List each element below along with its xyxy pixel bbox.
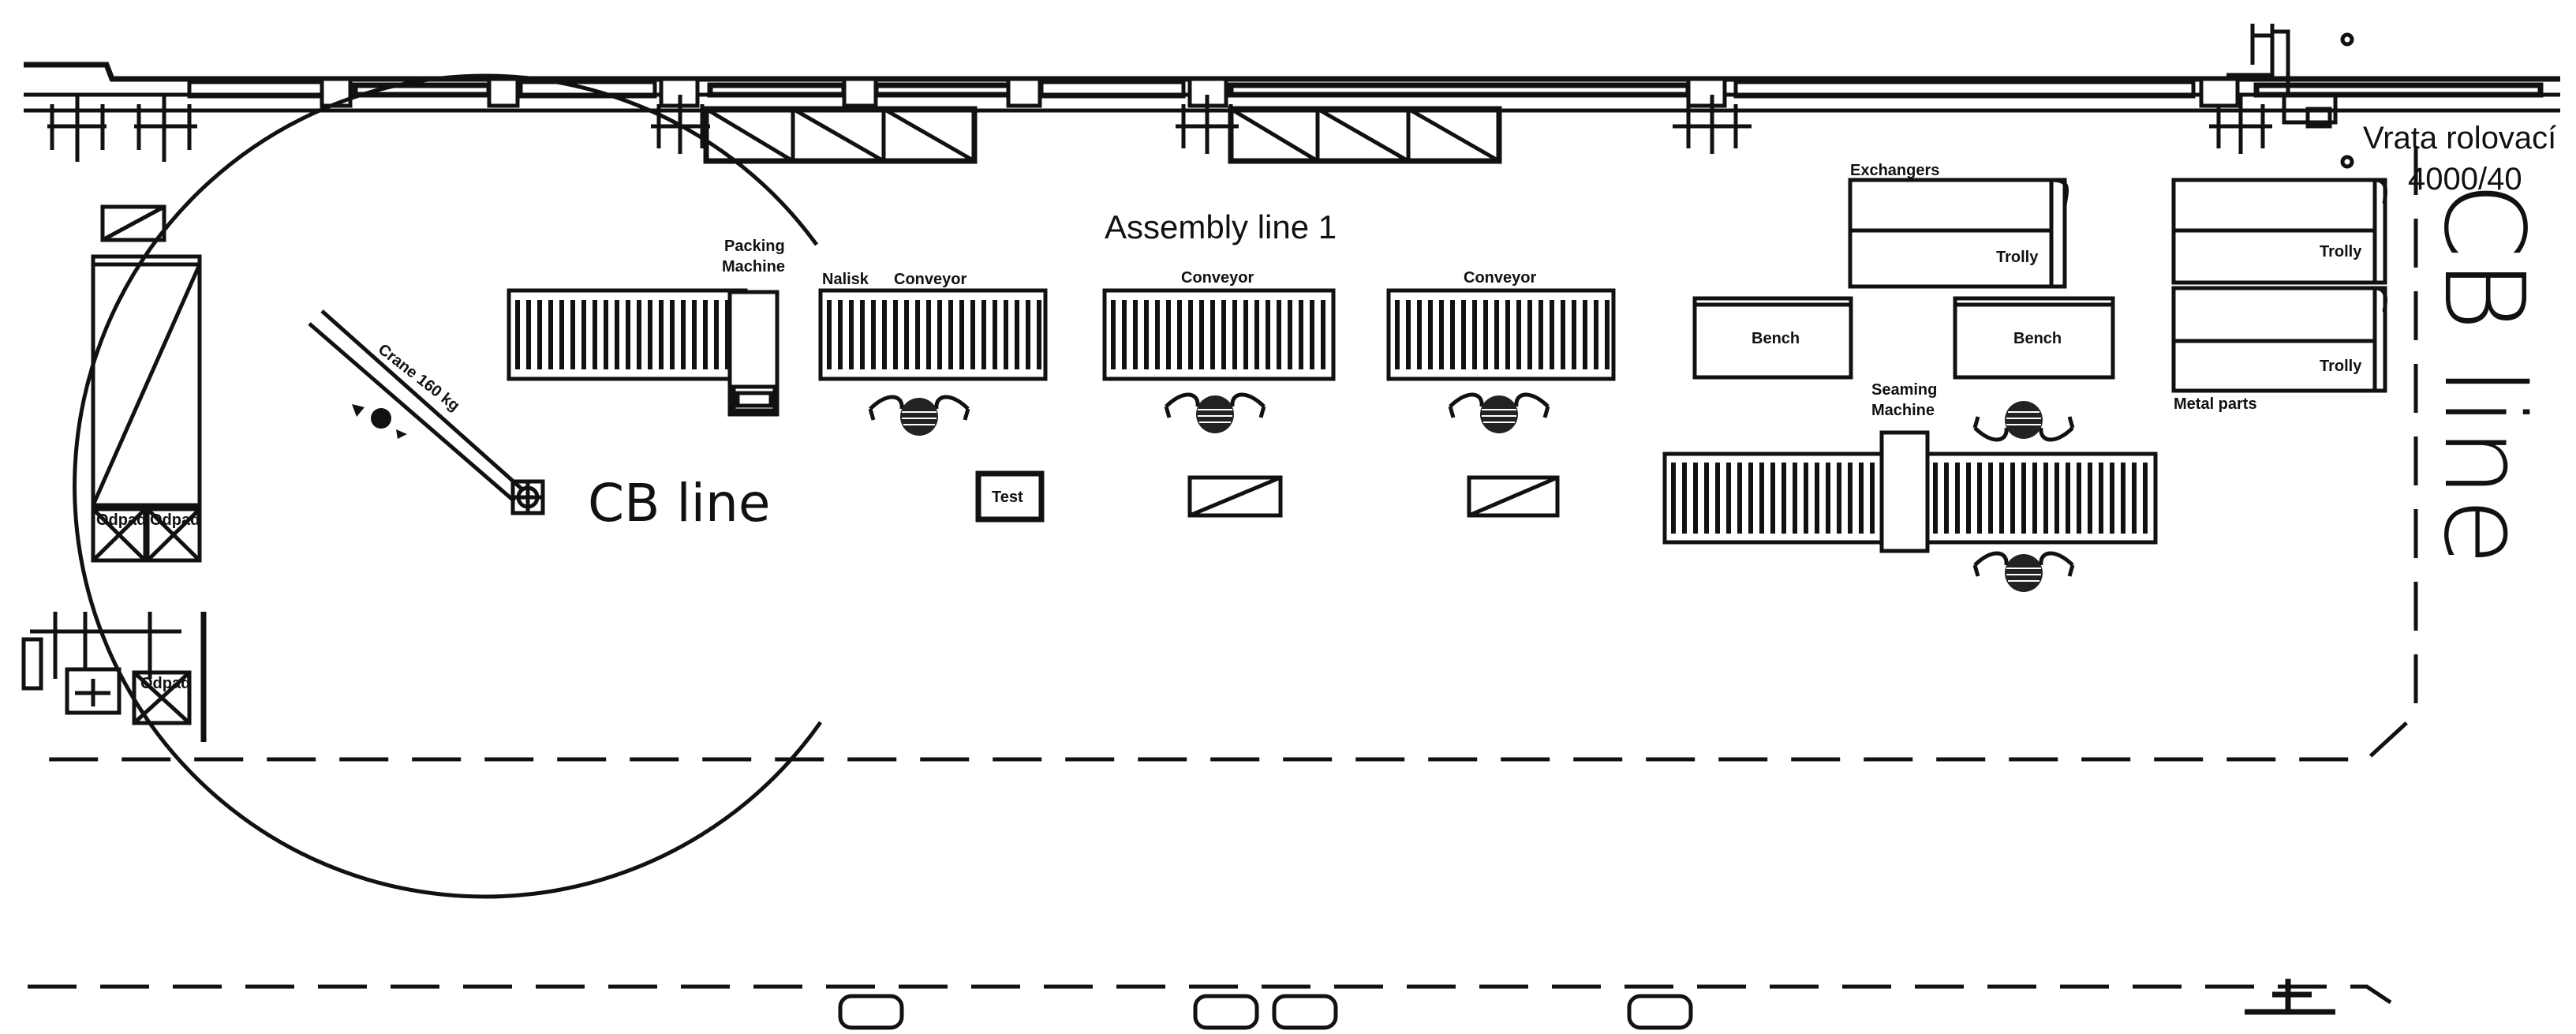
gate-label-2: 4000/40 bbox=[2408, 162, 2522, 197]
bench-label-2: Bench bbox=[2013, 330, 2062, 347]
cb-line-vertical-label: CB line bbox=[2419, 182, 2548, 566]
crane-label: Crane 160 kg bbox=[375, 341, 463, 415]
gate-structure bbox=[2226, 24, 2560, 169]
seaming-label-1: Seaming bbox=[1871, 381, 1937, 399]
top-wall bbox=[24, 24, 2560, 169]
conveyor-label-3: Conveyor bbox=[1464, 269, 1536, 287]
packing-machine: Packing Machine bbox=[722, 238, 785, 417]
assembly-line-1: Packing Machine Nalisk Conveyor Conveyor… bbox=[507, 208, 2075, 592]
conveyor-slats bbox=[1395, 300, 1610, 369]
workstation-marker bbox=[1187, 475, 1283, 518]
exchangers-label: Exchangers bbox=[1850, 162, 1939, 179]
conveyor-slats bbox=[1671, 463, 1875, 534]
test-station: Test bbox=[975, 470, 1045, 523]
gate-label-1: Vrata rolovací bbox=[2363, 121, 2556, 155]
bench-1: Bench bbox=[1692, 296, 1853, 380]
exchangers-trolly: Exchangers Trolly bbox=[1848, 162, 2069, 289]
operator-figures bbox=[868, 392, 2075, 592]
operator-icon bbox=[1972, 401, 2075, 442]
area-boundary bbox=[28, 146, 2418, 1005]
test-label: Test bbox=[992, 489, 1023, 506]
bench-2: Bench bbox=[1953, 296, 2115, 380]
seaming-label-2: Machine bbox=[1871, 402, 1935, 419]
lower-row-partial bbox=[838, 979, 2335, 1030]
trolly-label-2: Trolly bbox=[2320, 243, 2362, 260]
conveyor-label-1: Conveyor bbox=[894, 271, 966, 288]
conveyor-label-2: Conveyor bbox=[1181, 269, 1254, 287]
conveyor-slats bbox=[515, 300, 741, 369]
column-grid-markers bbox=[47, 95, 2272, 162]
trolly-rack: Trolly Trolly Metal parts bbox=[2171, 178, 2387, 413]
wall-windows bbox=[187, 80, 2544, 99]
nalisk-label: Nalisk bbox=[822, 271, 869, 288]
assembly-line-label: Assembly line 1 bbox=[1105, 208, 1337, 245]
odpad-label-1: Odpad bbox=[96, 511, 146, 529]
conveyor-slats bbox=[1933, 463, 2148, 534]
odpad-label-2: Odpad bbox=[150, 511, 200, 529]
operator-icon bbox=[868, 395, 970, 436]
odpad-label-3: Odpad bbox=[140, 675, 190, 692]
operator-icon bbox=[1164, 392, 1266, 433]
workstation-marker bbox=[1467, 475, 1560, 518]
packing-label-1: Packing bbox=[724, 238, 785, 255]
cb-line-label: CB line bbox=[588, 473, 770, 534]
metal-parts-label: Metal parts bbox=[2174, 395, 2257, 413]
operator-icon bbox=[1972, 551, 2075, 592]
bench-label-1: Bench bbox=[1752, 330, 1800, 347]
packing-label-2: Machine bbox=[722, 258, 785, 275]
operator-icon bbox=[1448, 392, 1550, 433]
trolly-label-1: Trolly bbox=[1996, 249, 2039, 266]
seaming-line: Seaming Machine bbox=[1662, 381, 2158, 553]
conveyor-slats bbox=[827, 300, 1041, 369]
trolly-label-3: Trolly bbox=[2320, 358, 2362, 375]
conveyor-slats bbox=[1111, 300, 1325, 369]
wall-equipment-upper bbox=[703, 106, 1502, 164]
